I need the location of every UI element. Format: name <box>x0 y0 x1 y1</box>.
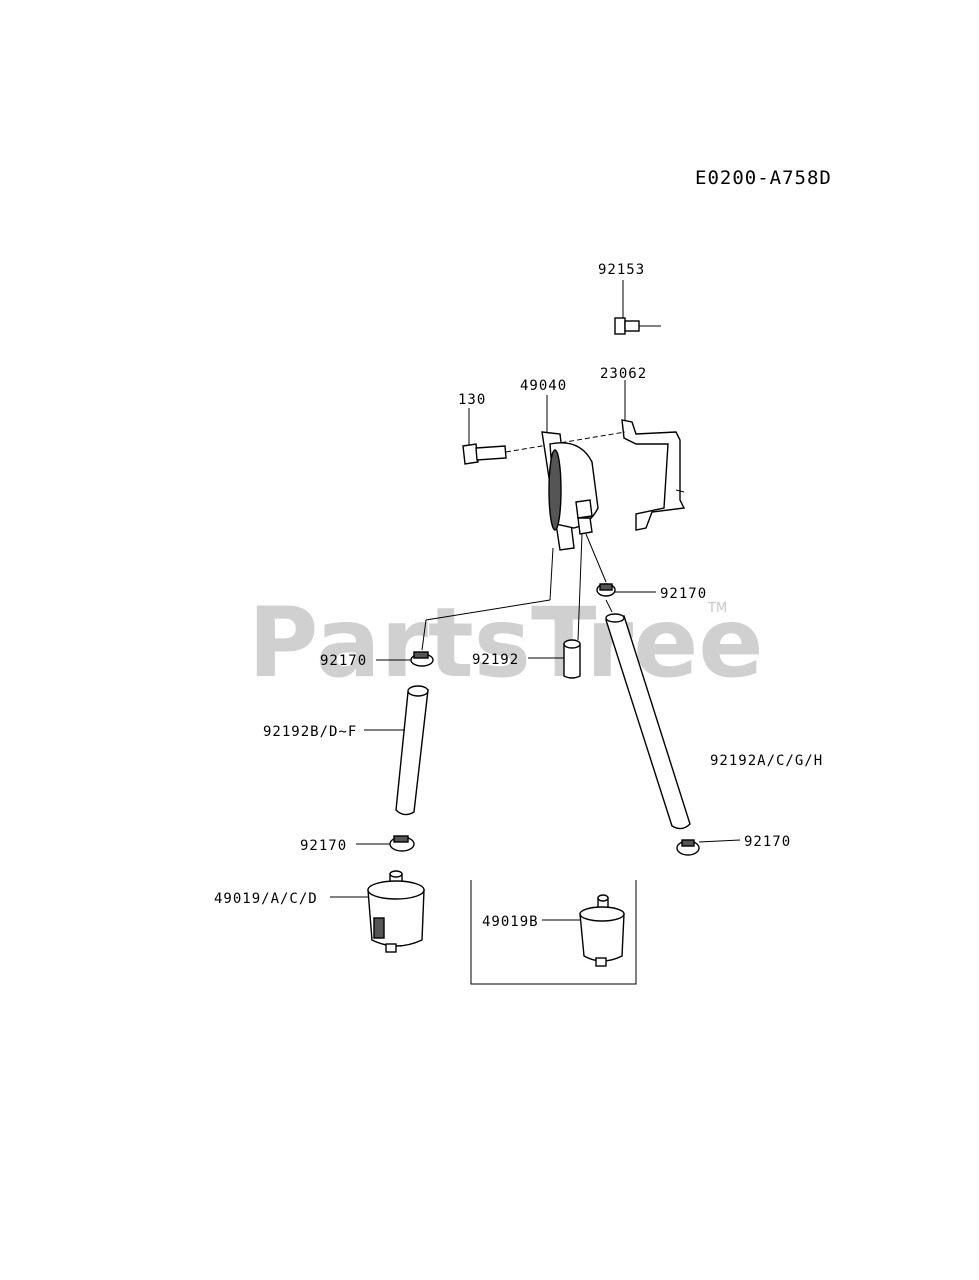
bolt-130[interactable] <box>462 408 626 465</box>
label-92192acgh: 92192A/C/G/H <box>710 753 823 769</box>
label-92192bdf: 92192B/D~F <box>263 724 357 740</box>
label-130: 130 <box>458 392 486 408</box>
inset-box <box>470 880 637 985</box>
clamp-92170-lower-right[interactable] <box>676 839 741 856</box>
watermark: PartsTree <box>248 587 763 699</box>
hose-92192bdf[interactable] <box>364 685 429 816</box>
trademark: TM <box>707 601 727 616</box>
bolt-92153[interactable] <box>614 280 661 335</box>
label-49019b: 49019B <box>482 914 539 930</box>
label-92170-left: 92170 <box>320 653 367 669</box>
fuel-filter-49019b[interactable] <box>542 894 625 967</box>
label-92192: 92192 <box>472 652 519 668</box>
clamp-92170-left[interactable] <box>376 651 434 667</box>
label-49019acd: 49019/A/C/D <box>214 891 318 907</box>
fuel-pump-49040[interactable] <box>541 395 599 551</box>
diagram-code: E0200-A758D <box>695 167 832 189</box>
label-92170-lower-left: 92170 <box>300 838 347 854</box>
bracket-23062[interactable] <box>621 380 686 531</box>
clamp-92170-top[interactable] <box>596 583 656 597</box>
fuel-filter-49019acd[interactable] <box>330 870 425 953</box>
hose-92192acgh[interactable] <box>605 613 691 830</box>
label-49040: 49040 <box>520 378 567 394</box>
label-92153: 92153 <box>598 262 645 278</box>
clamp-92170-lower-left[interactable] <box>356 835 415 852</box>
label-92170-top: 92170 <box>660 586 707 602</box>
hose-92192[interactable] <box>528 639 581 679</box>
label-23062: 23062 <box>600 366 647 382</box>
label-92170-lower-right: 92170 <box>744 834 791 850</box>
